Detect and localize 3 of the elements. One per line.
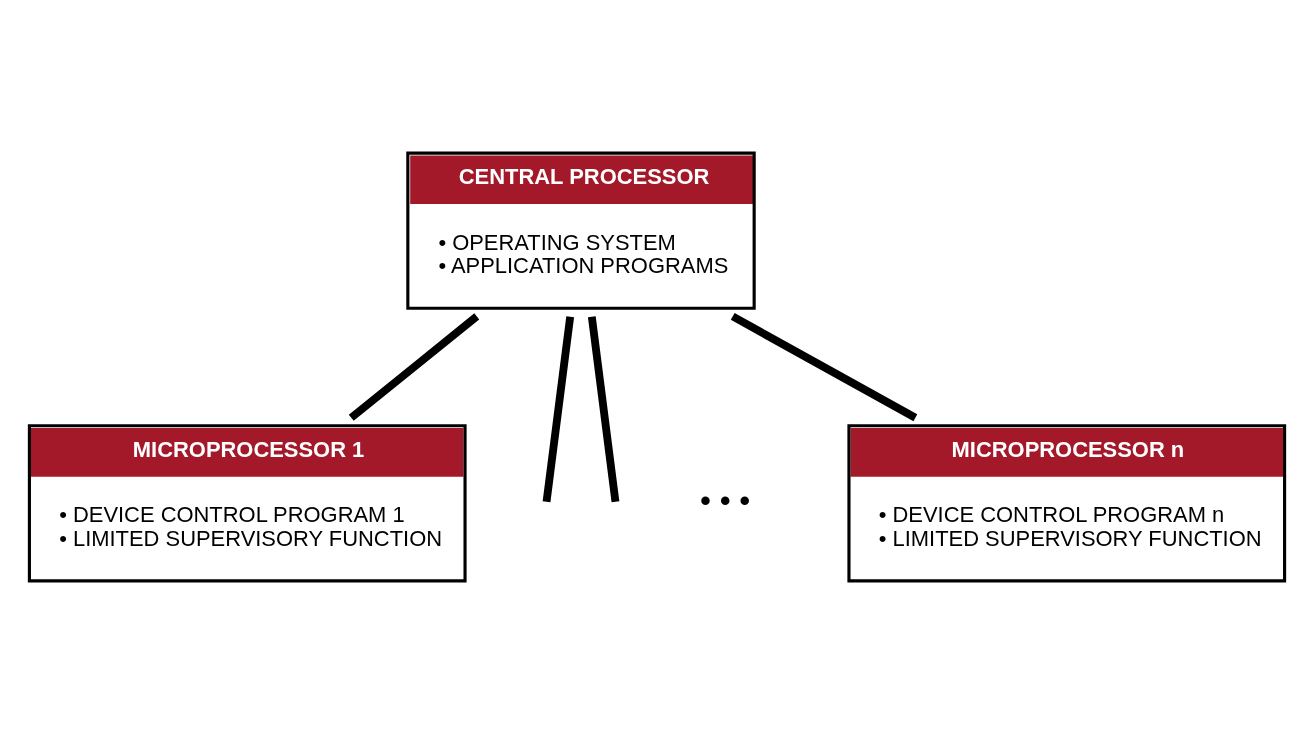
label: • • • xyxy=(700,483,751,519)
connector xyxy=(348,313,480,421)
connector xyxy=(730,312,918,422)
